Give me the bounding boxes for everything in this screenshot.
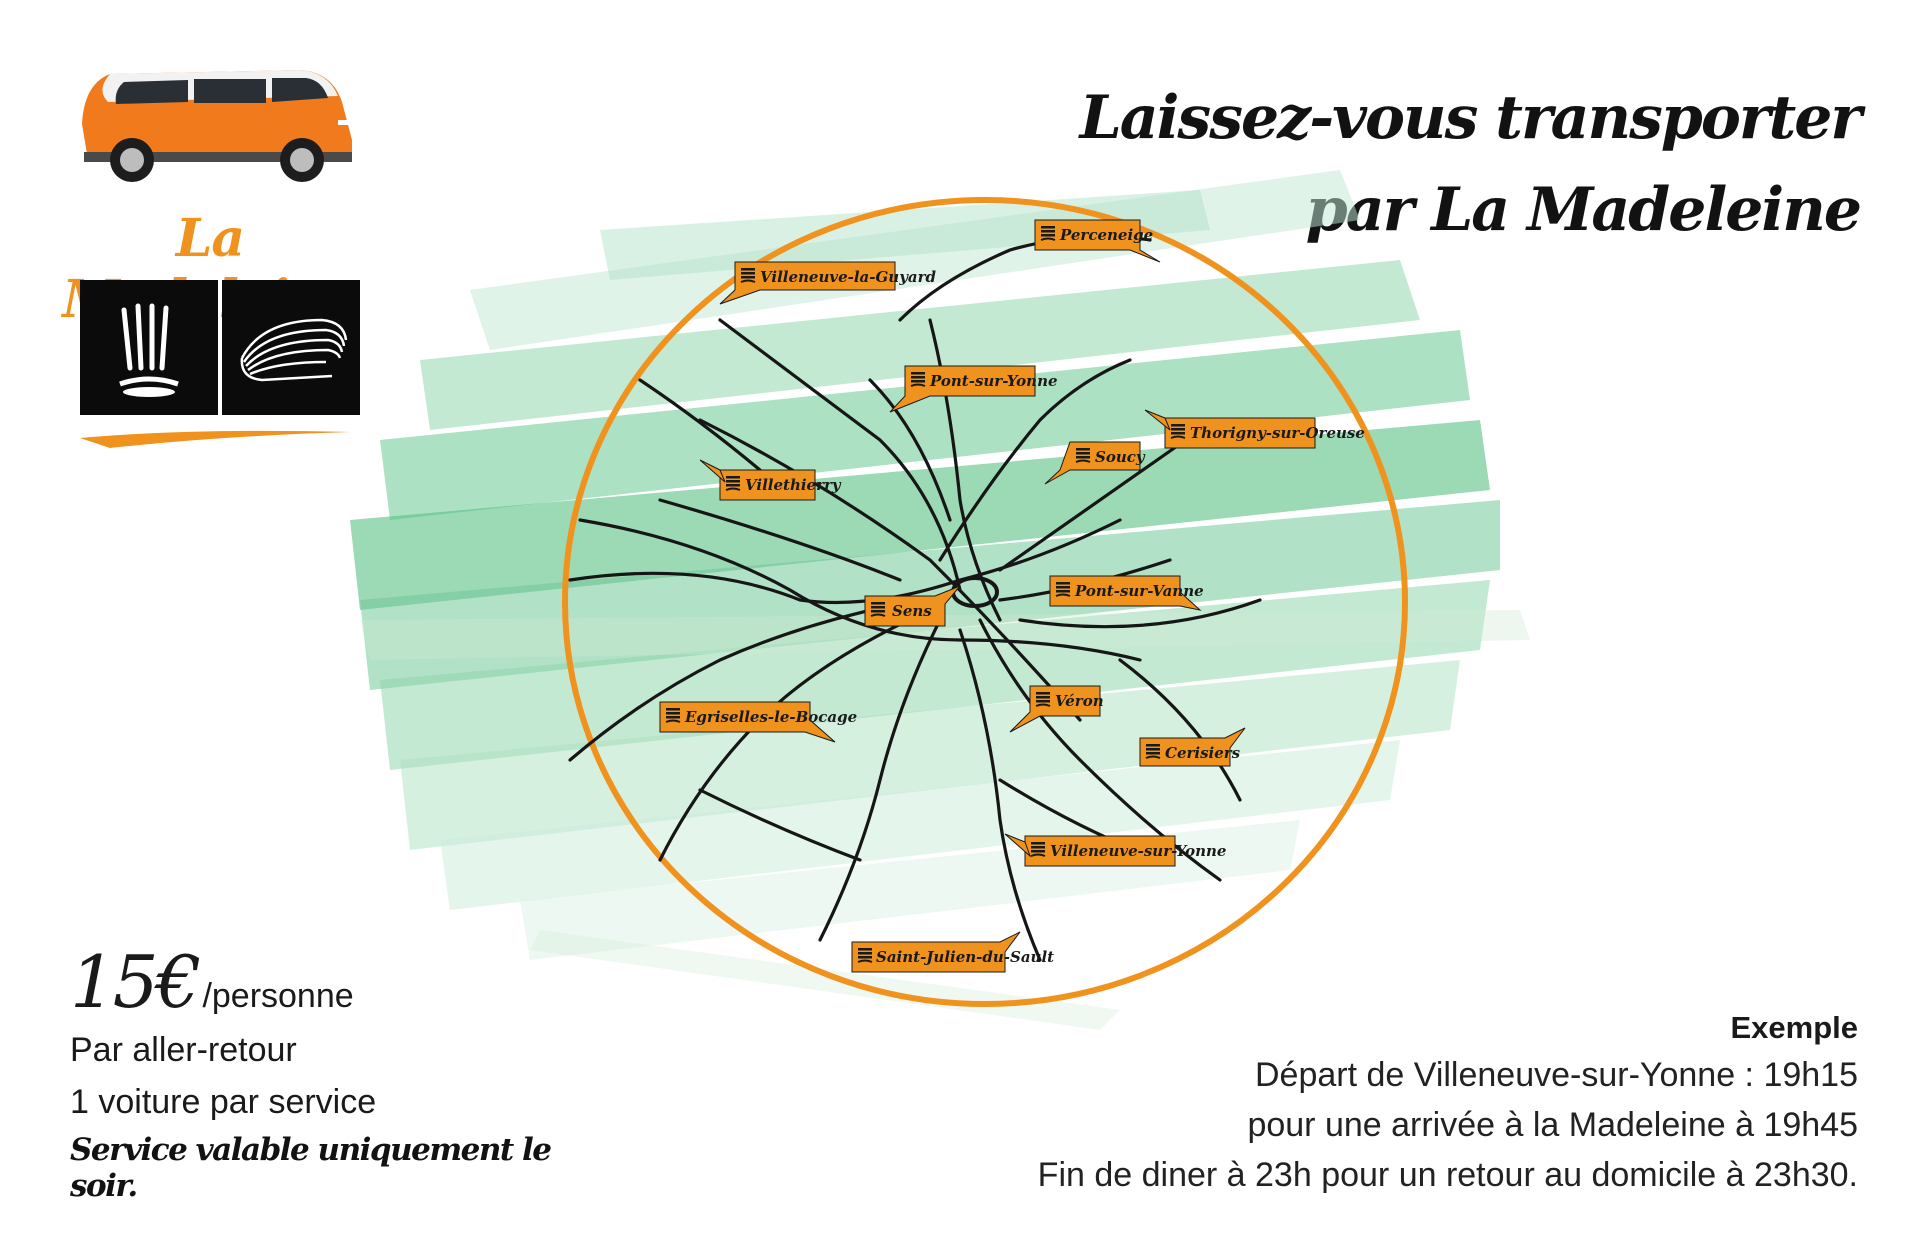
example-block: Exemple Départ de Villeneuve-sur-Yonne :…	[758, 1010, 1858, 1200]
town-label-soucy: Soucy	[1095, 448, 1146, 466]
brand-underline-swoosh	[80, 430, 350, 448]
headline-line-1: Laissez-vous transporter	[1079, 83, 1862, 153]
town-marker-sens: Sens	[864, 585, 961, 627]
town-marker-egriselles-le-bocage: Egriselles-le-Bocage	[659, 701, 857, 743]
town-marker-villethierry: Villethierry	[699, 459, 842, 501]
van-illustration	[82, 70, 352, 182]
service-area-map: Perceneige Villeneuve-la-Guyard Pont-sur…	[350, 170, 1530, 1030]
town-marker-soucy: Soucy	[1044, 441, 1146, 485]
town-label-pont-sur-vanne: Pont-sur-Vanne	[1074, 582, 1204, 600]
town-label-villeneuve-la-guyard: Villeneuve-la-Guyard	[760, 268, 937, 286]
service-area-circle	[562, 197, 1408, 1007]
town-label-veron: Véron	[1055, 692, 1104, 710]
town-label-saint-julien-du-sault: Saint-Julien-du-Sault	[876, 948, 1054, 966]
service-note: Service valable uniquement le soir.	[70, 1132, 552, 1204]
chef-hat-icon	[119, 303, 179, 397]
chef-hat-logo-tile	[80, 280, 218, 415]
pricing-line-roundtrip: Par aller-retour	[70, 1031, 297, 1069]
price-amount: 15€	[70, 940, 201, 1024]
example-line-arrival: pour une arrivée à la Madeleine à 19h45	[1247, 1106, 1858, 1144]
town-label-pont-sur-yonne: Pont-sur-Yonne	[929, 372, 1058, 390]
town-marker-saint-julien-du-sault: Saint-Julien-du-Sault	[851, 931, 1054, 973]
town-label-villeneuve-sur-yonne: Villeneuve-sur-Yonne	[1050, 842, 1226, 860]
headline: Laissez-vous transporter par La Madelein…	[1079, 72, 1862, 256]
town-label-sens: Sens	[892, 602, 932, 620]
town-marker-villeneuve-sur-yonne: Villeneuve-sur-Yonne	[1004, 833, 1226, 867]
pricing-line-car: 1 voiture par service	[70, 1083, 377, 1121]
town-label-perceneige: Perceneige	[1059, 226, 1153, 244]
madeleine-shell-icon	[240, 318, 348, 382]
town-label-thorigny-sur-oreuse: Thorigny-sur-Oreuse	[1190, 424, 1365, 442]
town-marker-thorigny-sur-oreuse: Thorigny-sur-Oreuse	[1144, 409, 1365, 449]
town-marker-cerisiers: Cerisiers	[1139, 727, 1246, 767]
price-unit: /personne	[202, 977, 354, 1015]
town-label-cerisiers: Cerisiers	[1165, 744, 1241, 762]
example-line-return: Fin de diner à 23h pour un retour au dom…	[1037, 1156, 1858, 1194]
headline-line-2: par La Madeleine	[1305, 175, 1862, 245]
town-marker-pont-sur-vanne: Pont-sur-Vanne	[1049, 575, 1204, 611]
town-label-egriselles-le-bocage: Egriselles-le-Bocage	[684, 708, 857, 726]
town-marker-perceneige: Perceneige	[1034, 219, 1161, 263]
town-label-villethierry: Villethierry	[745, 476, 842, 494]
madeleine-shell-logo-tile	[222, 280, 360, 415]
example-line-departure: Départ de Villeneuve-sur-Yonne : 19h15	[1255, 1056, 1858, 1094]
town-marker-pont-sur-yonne: Pont-sur-Yonne	[889, 365, 1058, 413]
example-title: Exemple	[1730, 1010, 1858, 1045]
town-marker-veron: Véron	[1009, 685, 1104, 733]
town-marker-villeneuve-la-guyard: Villeneuve-la-Guyard	[719, 261, 937, 305]
pricing-block: 15€/personne Par aller-retour 1 voiture …	[70, 940, 590, 1204]
